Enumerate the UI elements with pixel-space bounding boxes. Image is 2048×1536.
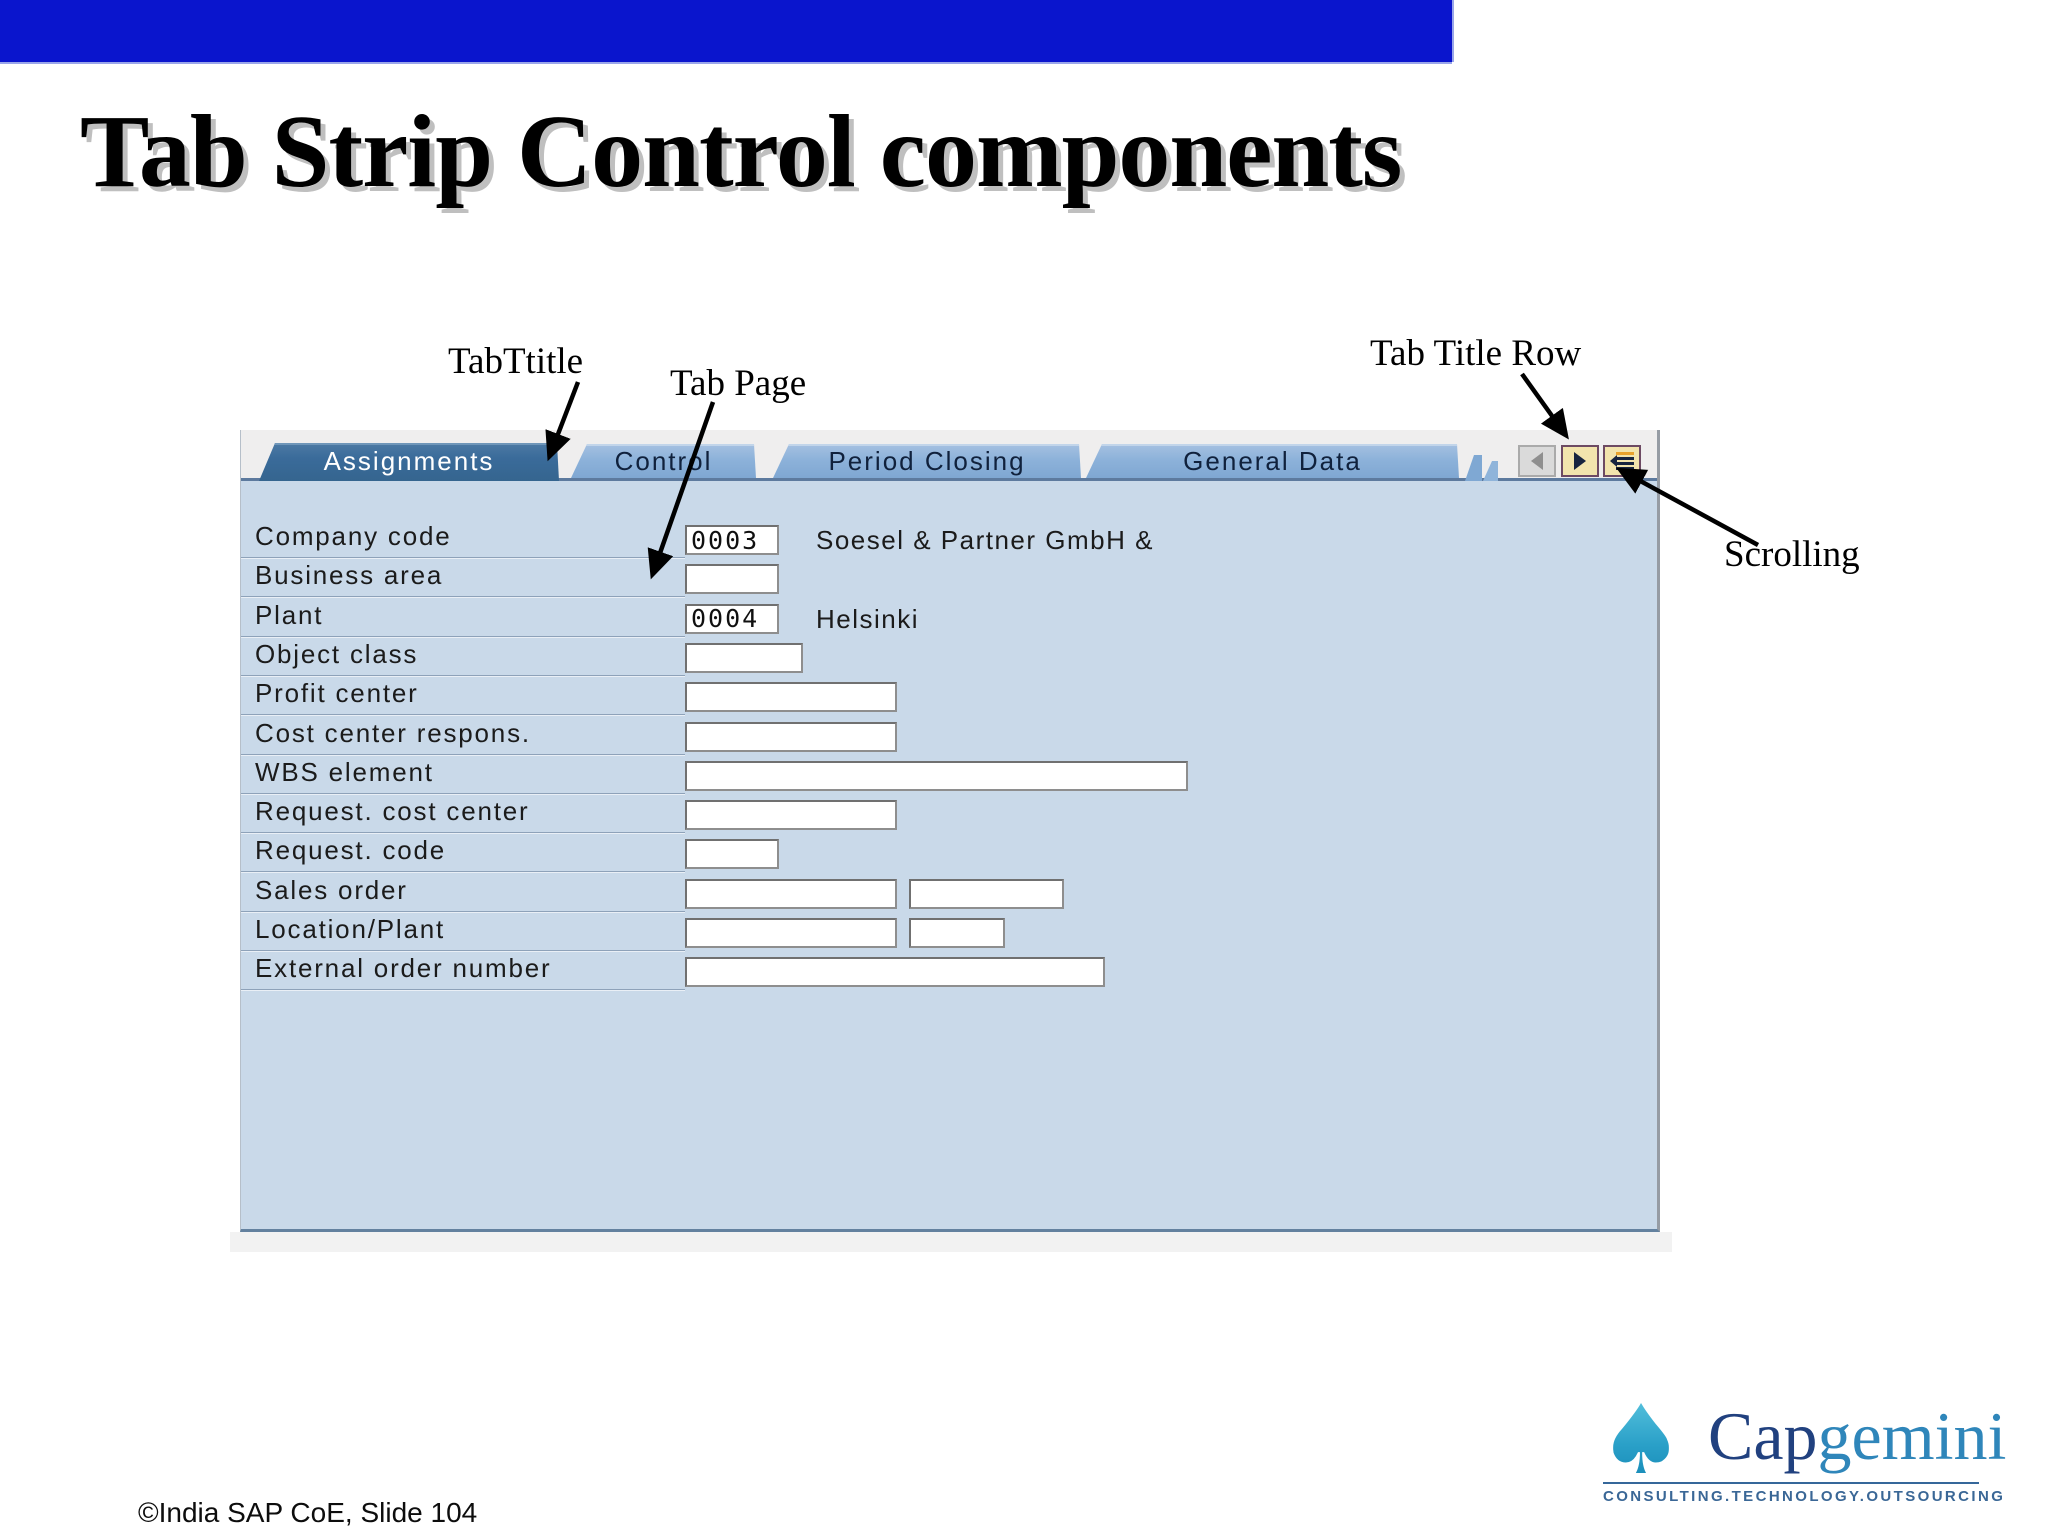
form-row: WBS element [241, 757, 1657, 816]
annotation-scrolling: Scrolling [1724, 534, 1860, 575]
form-rows: Company code Soesel & Partner GmbH & Busin… [241, 481, 1657, 1229]
annotation-tab-page: Tab Page [670, 363, 807, 404]
field-label-request-cost-center: Request. cost center [241, 791, 685, 834]
tab-list-button[interactable] [1603, 445, 1641, 477]
hidden-tab-edge [1483, 461, 1498, 481]
form-row: Object class [241, 639, 1657, 698]
arrow-tab-title-row [1520, 372, 1569, 440]
field-input-profit-center[interactable] [685, 682, 897, 713]
capgemini-wordmark: Capgemini [1708, 1402, 2006, 1470]
right-triangle-icon [1574, 452, 1586, 470]
field-description-text: Soesel & Partner GmbH & [816, 525, 1154, 555]
scroll-left-button[interactable] [1518, 445, 1556, 477]
logo-word-left: Cap [1708, 1398, 1818, 1474]
field-input-wbs-element[interactable] [685, 760, 1188, 791]
scroll-right-button[interactable] [1561, 445, 1599, 477]
field-label-business-area: Business area [241, 555, 685, 598]
form-row: Location/Plant [241, 914, 1657, 973]
logo-word-right: gemini [1817, 1398, 2007, 1474]
form-row: Request. cost center [241, 796, 1657, 855]
field-input-cost-center-respons[interactable] [685, 721, 897, 752]
panel-shadow-strip [230, 1232, 1672, 1252]
field-input-location-plant-2[interactable] [909, 918, 1005, 948]
logo-tagline: CONSULTING.TECHNOLOGY.OUTSOURCING [1603, 1488, 2006, 1505]
field-input-location-plant-1[interactable] [685, 918, 897, 948]
field-label-external-order-number: External order number [241, 948, 685, 991]
field-input-plant[interactable] [685, 603, 779, 634]
field-input-request-cost-center[interactable] [685, 800, 897, 831]
field-label-company-code: Company code [241, 516, 685, 558]
field-input-request-code[interactable] [685, 839, 779, 870]
tab-period-closing[interactable]: Period Closing [773, 444, 1081, 478]
tab-general-data[interactable]: General Data [1086, 444, 1459, 478]
tab-list-icon [1610, 451, 1634, 471]
form-row: External order number [241, 953, 1657, 1012]
field-label-request-code: Request. code [241, 830, 685, 873]
page-title: Tab Strip Control components [80, 94, 1402, 209]
field-input-external-order-number[interactable] [685, 957, 1105, 988]
left-triangle-icon [1531, 452, 1543, 470]
field-input-company-code[interactable] [685, 525, 779, 555]
form-row: Profit center [241, 678, 1657, 737]
field-label-cost-center-respons: Cost center respons. [241, 713, 685, 755]
field-label-location-plant: Location/Plant [241, 909, 685, 951]
logo-divider [1603, 1482, 1979, 1484]
field-label-sales-order: Sales order [241, 870, 685, 912]
field-input-sales-order-1[interactable] [685, 878, 897, 909]
title-banner-bar [0, 0, 1452, 62]
field-label-profit-center: Profit center [241, 673, 685, 716]
field-description-text: Helsinki [816, 603, 920, 634]
annotation-tab-title-row: Tab Title Row [1370, 333, 1582, 374]
tab-baseline [241, 478, 1657, 481]
tab-control[interactable]: Control [571, 444, 756, 478]
slide-footer: ©India SAP CoE, Slide 104 [138, 1497, 478, 1528]
field-input-object-class[interactable] [685, 642, 803, 673]
tab-assignments[interactable]: Assignments [259, 443, 559, 481]
capgemini-spade-icon: ♠ [1598, 1384, 1685, 1496]
form-row: Request. code [241, 835, 1657, 894]
field-input-business-area[interactable] [685, 564, 779, 595]
form-row: Sales order [241, 875, 1657, 934]
field-label-object-class: Object class [241, 634, 685, 676]
field-label-plant: Plant [241, 595, 685, 637]
annotation-tab-title: TabTtitle [448, 341, 584, 382]
form-row: PlantHelsinki [241, 600, 1657, 659]
field-label-wbs-element: WBS element [241, 752, 685, 794]
form-row: Cost center respons. [241, 718, 1657, 777]
capgemini-logo: ♠ Capgemini CONSULTING.TECHNOLOGY.OUTSOU… [1596, 1392, 2006, 1516]
field-input-sales-order-2[interactable] [909, 878, 1064, 909]
hidden-tab-edge [1465, 455, 1482, 481]
